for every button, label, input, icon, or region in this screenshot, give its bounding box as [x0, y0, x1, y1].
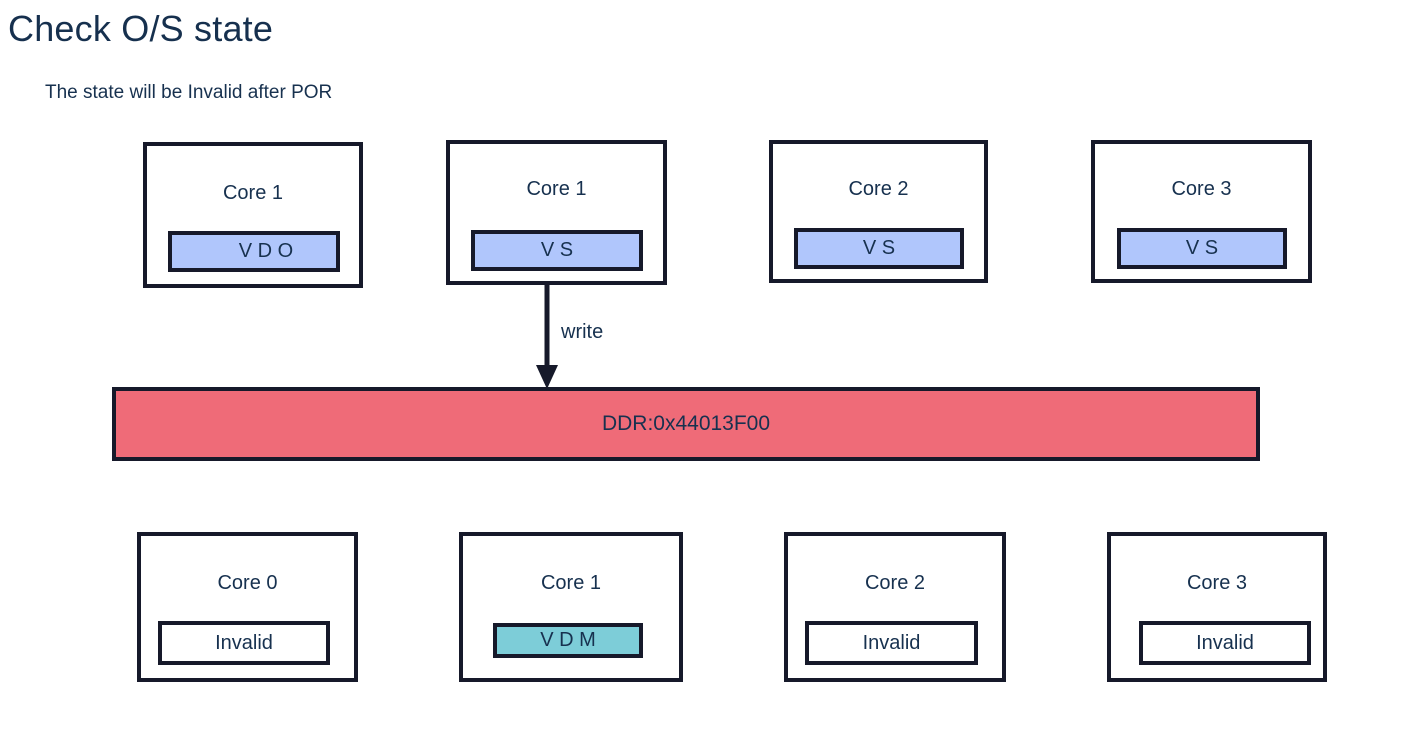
core-box-bottom-3[interactable]: Core 2 Invalid — [784, 532, 1006, 682]
state-badge-label: V D O — [238, 240, 294, 262]
ddr-memory-label: DDR:0x44013F00 — [601, 412, 771, 435]
core-box-top-3[interactable]: Core 2 V S — [769, 140, 988, 283]
core-label: Core 1 — [526, 178, 587, 200]
state-badge-label: Invalid — [862, 631, 921, 654]
state-badge[interactable]: V S — [794, 228, 964, 269]
state-badge-label: V S — [862, 237, 896, 259]
state-badge-label: Invalid — [1196, 631, 1254, 654]
core-box-bottom-2[interactable]: Core 1 V D M — [459, 532, 683, 682]
state-badge-label: V S — [1185, 237, 1219, 259]
core-label: Core 1 — [540, 572, 602, 594]
state-badge[interactable]: V D O — [168, 231, 340, 272]
state-badge[interactable]: V S — [471, 230, 643, 271]
state-badge-label: Invalid — [215, 631, 273, 654]
state-badge-label: V S — [540, 239, 574, 261]
core-label: Core 0 — [217, 572, 278, 594]
core-box-bottom-1[interactable]: Core 0 Invalid — [137, 532, 358, 682]
core-box-bottom-4[interactable]: Core 3 Invalid — [1107, 532, 1327, 682]
core-box-top-2[interactable]: Core 1 V S — [446, 140, 667, 285]
state-badge[interactable]: V S — [1117, 228, 1287, 269]
core-label: Core 1 — [222, 182, 284, 204]
core-box-top-4[interactable]: Core 3 V S — [1091, 140, 1312, 283]
state-badge[interactable]: V D M — [493, 623, 643, 658]
core-label: Core 2 — [864, 572, 926, 594]
page-title: Check O/S state — [8, 8, 274, 49]
ddr-memory-bar[interactable]: DDR:0x44013F00 — [112, 387, 1260, 461]
state-badge-label: V D M — [540, 629, 596, 651]
arrow-head — [536, 365, 558, 389]
core-label: Core 2 — [848, 178, 909, 200]
core-box-top-1[interactable]: Core 1 V D O — [143, 142, 363, 288]
write-arrow-label: write — [561, 321, 604, 343]
write-arrow-icon — [536, 283, 558, 389]
state-badge[interactable]: Invalid — [805, 621, 978, 665]
core-label: Core 3 — [1186, 572, 1248, 594]
page-subtitle: The state will be Invalid after POR — [45, 82, 333, 103]
state-badge[interactable]: Invalid — [158, 621, 330, 665]
state-badge[interactable]: Invalid — [1139, 621, 1311, 665]
core-label: Core 3 — [1171, 178, 1232, 200]
